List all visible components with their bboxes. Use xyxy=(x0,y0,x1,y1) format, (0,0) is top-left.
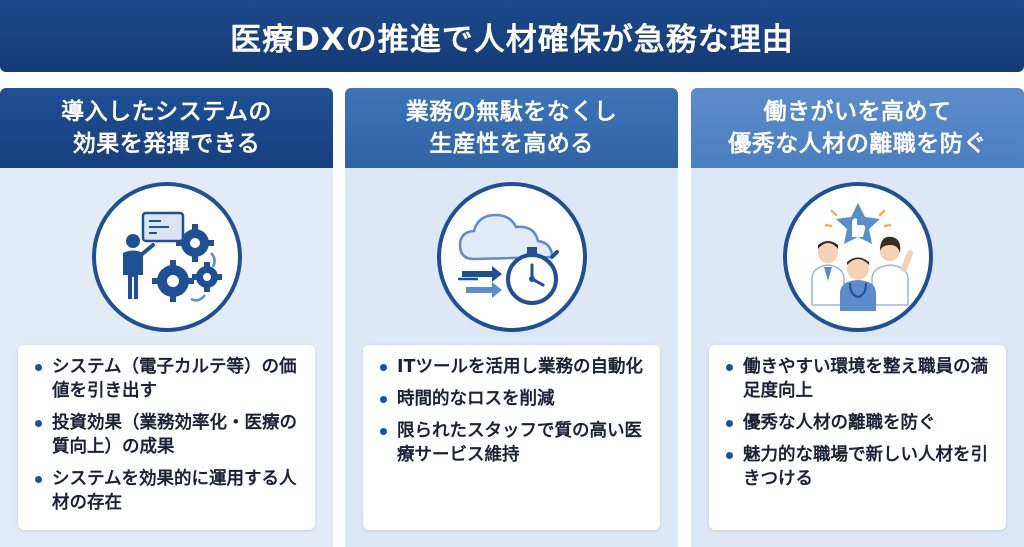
column-heading-line: 導入したシステムの xyxy=(61,99,272,125)
column-heading-line: 生産性を高める xyxy=(429,131,594,157)
page-title: 医療DXの推進で人材確保が急務な理由 xyxy=(230,21,794,58)
bullet-card: 働きやすい環境を整え職員の満足度向上 優秀な人材の離職を防ぐ 魅力的な職場で新し… xyxy=(709,345,1006,530)
column-heading: 働きがいを高めて 優秀な人材の離職を防ぐ xyxy=(691,88,1024,168)
column-heading-line: 優秀な人材の離職を防ぐ xyxy=(728,131,987,157)
column-heading: 業務の無駄をなくし 生産性を高める xyxy=(345,88,678,168)
column-heading: 導入したシステムの 効果を発揮できる xyxy=(0,88,333,168)
column-heading-line: 働きがいを高めて xyxy=(763,99,952,125)
list-item: 優秀な人材の離職を防ぐ xyxy=(723,411,992,435)
column-retention: 働きがいを高めて 優秀な人材の離職を防ぐ xyxy=(691,88,1024,547)
list-item: システムを効果的に運用する人材の存在 xyxy=(32,467,301,515)
list-item: 働きやすい環境を整え職員の満足度向上 xyxy=(723,355,992,403)
medical-staff-star-icon xyxy=(782,182,933,332)
list-item: 限られたスタッフで質の高い医療サービス維持 xyxy=(377,419,646,467)
cloud-stopwatch-icon xyxy=(436,182,587,332)
bullet-card: ITツールを活用し業務の自動化 時間的なロスを削減 限られたスタッフで質の高い医… xyxy=(363,345,660,530)
list-item: 投資効果（業務効率化・医療の質向上）の成果 xyxy=(32,411,301,459)
column-heading-line: 効果を発揮できる xyxy=(72,131,261,157)
title-banner: 医療DXの推進で人材確保が急務な理由 xyxy=(0,0,1024,72)
list-item: ITツールを活用し業務の自動化 xyxy=(377,355,646,379)
person-gears-icon xyxy=(91,182,242,332)
list-item: 時間的なロスを削減 xyxy=(377,387,646,411)
sparkle-icon xyxy=(966,491,1004,529)
column-system-effect: 導入したシステムの 効果を発揮できる xyxy=(0,88,333,547)
list-item: 魅力的な職場で新しい人材を引きつける xyxy=(723,443,992,491)
column-productivity: 業務の無駄をなくし 生産性を高める ITツールを活用し業務の自動化 時間的なロス… xyxy=(345,88,678,547)
column-heading-line: 業務の無駄をなくし xyxy=(405,99,618,125)
bullet-card: システム（電子カルテ等）の価値を引き出す 投資効果（業務効率化・医療の質向上）の… xyxy=(18,345,315,530)
list-item: システム（電子カルテ等）の価値を引き出す xyxy=(32,355,301,403)
